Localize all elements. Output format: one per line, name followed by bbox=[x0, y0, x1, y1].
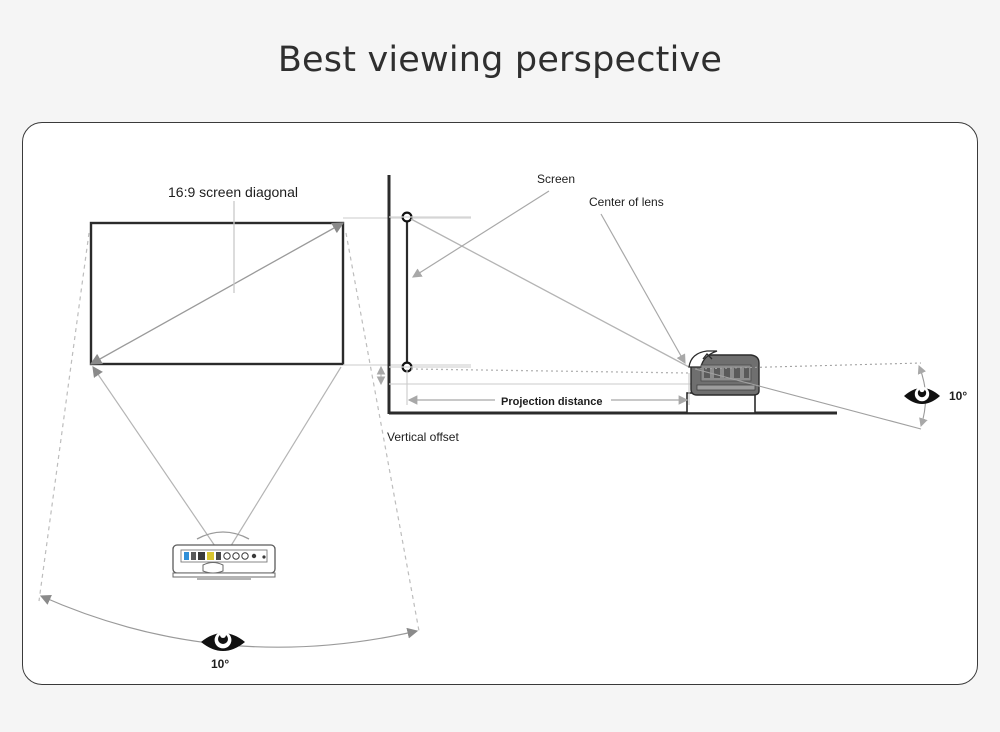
projection-distance-dimension: Projection distance bbox=[406, 369, 690, 408]
center-of-lens-label: Center of lens bbox=[589, 195, 664, 209]
projector-top-view-icon bbox=[172, 531, 276, 580]
page-title: Best viewing perspective bbox=[277, 40, 723, 80]
screen-label: Screen bbox=[537, 172, 575, 186]
screen-diagonal-arrow bbox=[89, 222, 345, 365]
eye-icon bbox=[201, 631, 245, 651]
plan-ray-right bbox=[228, 366, 342, 550]
projection-distance-label: Projection distance bbox=[501, 396, 602, 408]
vertical-offset-label: Vertical offset bbox=[387, 430, 459, 444]
viewing-boundary-right bbox=[345, 232, 420, 632]
screen-leader-arrow bbox=[411, 190, 550, 278]
viewing-angle-lower-ray-side bbox=[694, 368, 922, 430]
projector-placement-diagram: 16:9 screen diagonal bbox=[38, 172, 967, 671]
diagram-card: 16:9 screen diagonal bbox=[22, 122, 978, 685]
screen-front-view bbox=[89, 221, 345, 366]
projector-side-view-icon bbox=[686, 350, 760, 414]
viewing-boundary-left bbox=[38, 232, 90, 602]
eye-icon bbox=[904, 386, 940, 404]
projection-ray-top bbox=[410, 218, 690, 368]
viewing-angle-label-side: 10° bbox=[949, 389, 967, 403]
projection-ray-bottom bbox=[410, 368, 690, 374]
screen-side-view bbox=[387, 175, 837, 415]
viewing-angle-label-top: 10° bbox=[211, 657, 229, 671]
plan-ray-left bbox=[92, 366, 218, 550]
screen-diagonal-label: 16:9 screen diagonal bbox=[168, 184, 298, 200]
center-of-lens-leader-arrow bbox=[600, 213, 686, 365]
